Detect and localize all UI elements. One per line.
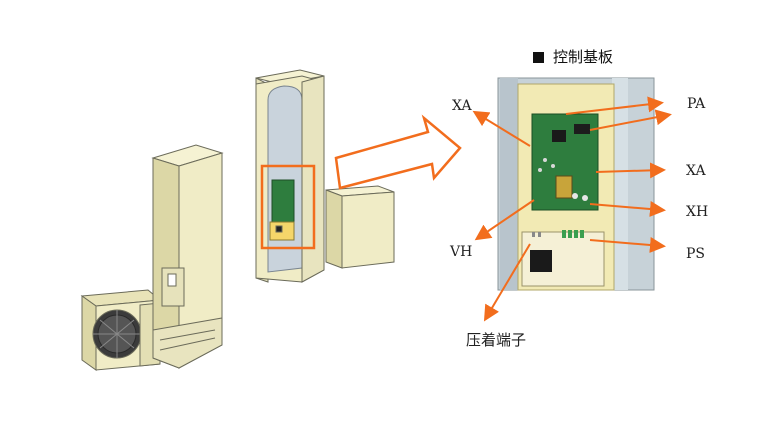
tank-unit [153, 145, 222, 368]
pointer-arrow [336, 118, 460, 188]
label-pa: PA [687, 96, 705, 112]
label-ps: PS [686, 246, 705, 262]
square-bullet-icon [533, 52, 544, 63]
label-vh: VH [450, 244, 472, 260]
outdoor-unit [82, 290, 160, 370]
diagram-title: 控制基板 [533, 46, 613, 67]
title-text: 控制基板 [553, 48, 613, 66]
electrical-box [326, 186, 394, 268]
label-xa-left: XA [452, 98, 472, 114]
label-crimp-terminal: 压着端子 [466, 332, 526, 348]
label-xa-right: XA [686, 163, 706, 179]
label-xh: XH [686, 204, 708, 220]
